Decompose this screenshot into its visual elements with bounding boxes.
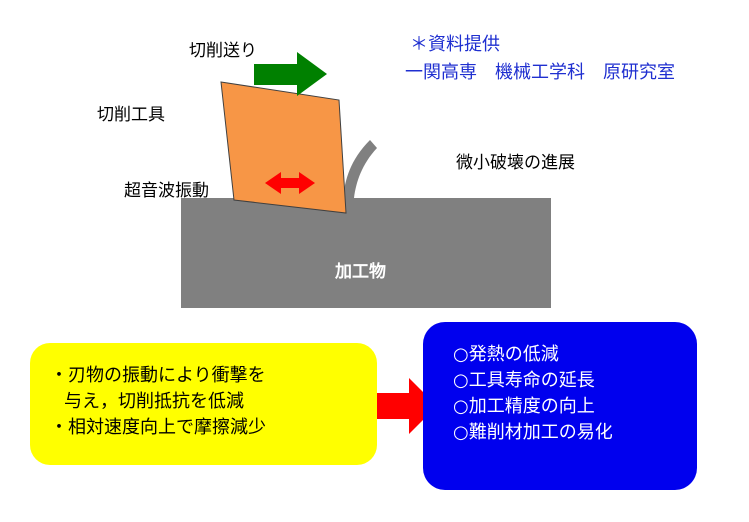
credit-line2: 一関高専 機械工学科 原研究室 [405, 62, 675, 83]
cutting-tool [220, 81, 347, 214]
mechanism-box: ・刃物の振動により衝撃を 与え，切削抵抗を低減 ・相対速度向上で摩擦減少 [30, 343, 377, 465]
mechanism-item: ・刃物の振動により衝撃を [50, 365, 266, 386]
workpiece-label: 加工物 [335, 262, 386, 282]
mechanism-item: 与え，切削抵抗を低減 [64, 391, 244, 412]
credit-line1: ＊資料提供 [410, 34, 500, 55]
crack-label: 微小破壊の進展 [456, 153, 575, 173]
result-arrow [364, 378, 437, 434]
feed-arrow [254, 52, 327, 96]
benefit-item: ○加工精度の向上 [453, 396, 595, 417]
mechanism-list: ・刃物の振動により衝撃を 与え，切削抵抗を低減 ・相対速度向上で摩擦減少 [30, 343, 377, 441]
mechanism-item: ・相対速度向上で摩擦減少 [50, 417, 266, 438]
feed-label: 切削送り [189, 41, 257, 61]
benefit-item: ○難削材加工の易化 [453, 422, 613, 443]
benefit-item: ○発熱の低減 [453, 344, 559, 365]
vibration-arrow [265, 172, 315, 194]
benefit-item: ○工具寿命の延長 [453, 370, 595, 391]
chip-curl [343, 140, 377, 198]
benefits-list: ○発熱の低減 ○工具寿命の延長 ○加工精度の向上 ○難削材加工の易化 [423, 322, 697, 446]
ultrasonic-label: 超音波振動 [124, 181, 209, 201]
workpiece-block [181, 198, 551, 308]
tool-label: 切削工具 [97, 105, 165, 125]
benefits-box: ○発熱の低減 ○工具寿命の延長 ○加工精度の向上 ○難削材加工の易化 [423, 322, 697, 490]
